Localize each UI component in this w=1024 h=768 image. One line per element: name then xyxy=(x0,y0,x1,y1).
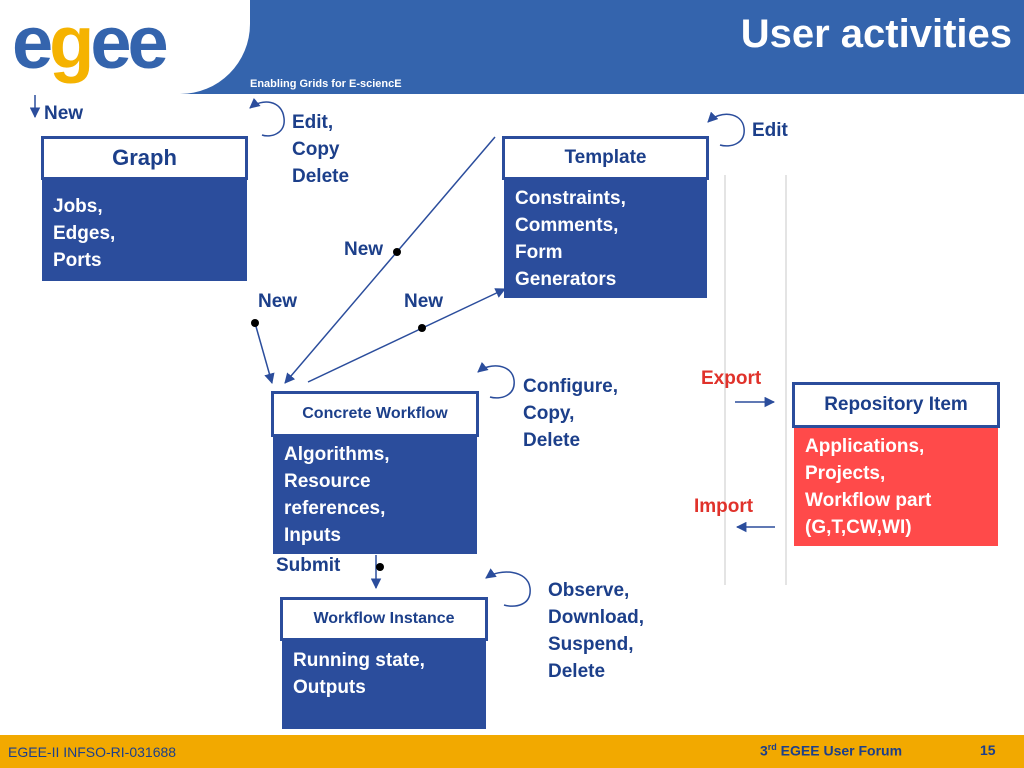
tagline: Enabling Grids for E-sciencE xyxy=(250,78,402,90)
export-label: Export xyxy=(701,368,762,389)
graph-box-title: Graph xyxy=(41,136,248,180)
instance-ops-label: Observe, Download, Suspend, Delete xyxy=(548,580,645,682)
footer-project-id: EGEE-II INFSO-RI-031688 xyxy=(8,744,177,760)
graph-loop-icon xyxy=(249,97,285,137)
concrete-loop-icon xyxy=(477,361,515,399)
concrete-workflow-box-title: Concrete Workflow xyxy=(271,391,479,437)
template-loop-icon xyxy=(707,111,745,147)
template-ops-label: Edit xyxy=(752,120,788,141)
slide-title: User activities xyxy=(740,12,1012,56)
new-right-label: New xyxy=(404,291,444,312)
footer-page-number: 15 xyxy=(980,742,996,758)
footer-bar: EGEE-II INFSO-RI-031688 3rd EGEE User Fo… xyxy=(0,735,1024,768)
template-box-title: Template xyxy=(502,136,709,180)
repository-item-box-body: Applications, Projects, Workflow part (G… xyxy=(794,428,998,546)
template-to-concrete-line xyxy=(284,136,496,384)
graph-ops-label: Edit, Copy Delete xyxy=(292,112,350,187)
submit-dot xyxy=(376,563,384,571)
concrete-to-template-arrow xyxy=(307,288,506,383)
graph-box-body: Jobs, Edges, Ports xyxy=(42,180,247,281)
submit-label: Submit xyxy=(276,555,341,576)
new-right-dot xyxy=(418,324,426,332)
new-mid-label: New xyxy=(344,239,384,260)
instance-loop-icon xyxy=(485,568,531,607)
footer-forum-name: 3rd EGEE User Forum xyxy=(760,742,903,759)
workflow-instance-box-title: Workflow Instance xyxy=(280,597,488,641)
new-mid-dot xyxy=(393,248,401,256)
template-box-body: Constraints, Comments, Form Generators xyxy=(504,180,707,298)
repository-item-box-title: Repository Item xyxy=(792,382,1000,428)
new-left-label: New xyxy=(258,291,298,312)
graph-to-concrete-arrow xyxy=(254,322,275,385)
new-top-label: New xyxy=(44,103,84,124)
logo-panel: egee xyxy=(0,0,250,94)
workflow-instance-box-body: Running state, Outputs xyxy=(282,641,486,729)
import-label: Import xyxy=(694,496,754,517)
new-left-dot xyxy=(251,319,259,327)
concrete-workflow-box-body: Algorithms, Resource references, Inputs xyxy=(273,437,477,554)
concrete-ops-label: Configure, Copy, Delete xyxy=(523,376,618,451)
header-bar: egee Enabling Grids for E-sciencE User a… xyxy=(0,0,1024,94)
egee-logo: egee xyxy=(12,1,169,84)
